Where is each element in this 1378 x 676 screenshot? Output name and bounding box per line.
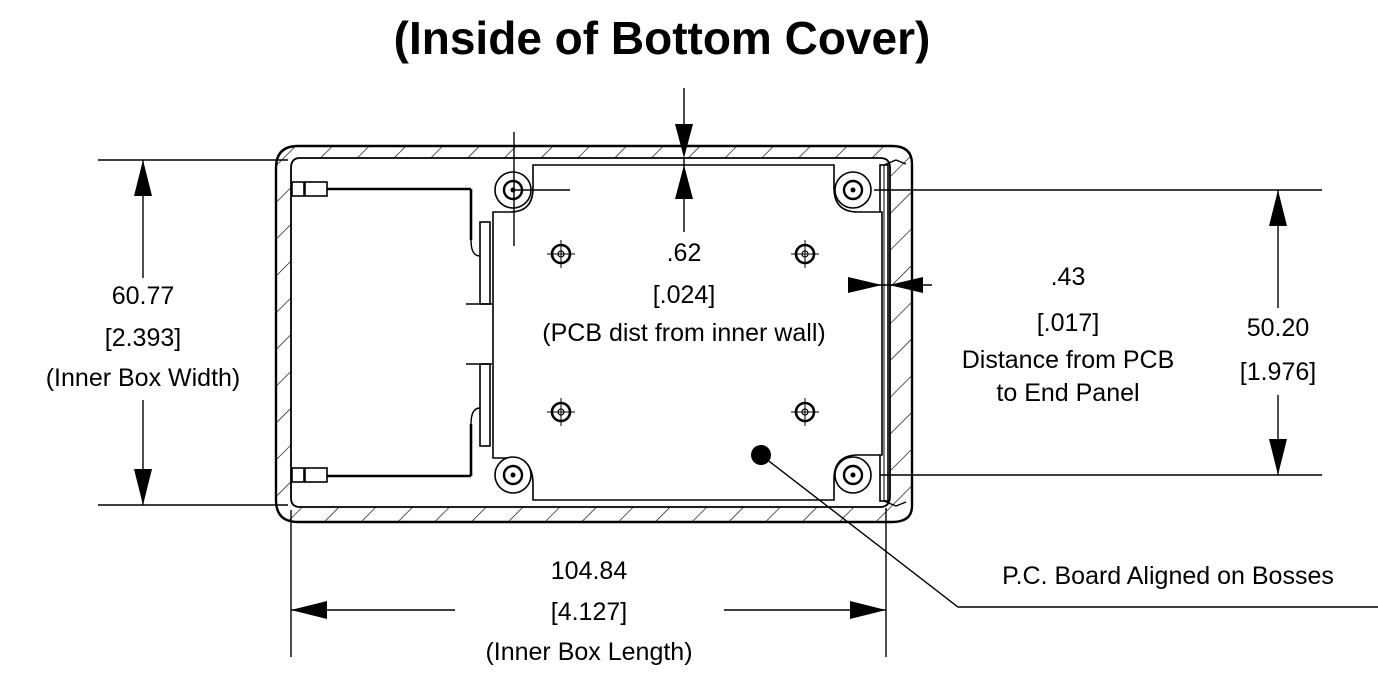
pcb-hole — [791, 398, 819, 426]
inner-width-inch: [2.393] — [105, 324, 181, 352]
pcb-wall-note: (PCB dist from inner wall) — [542, 319, 825, 347]
boss-span-dimension: 50.20 [1.976] — [874, 189, 1322, 476]
inner-length-mm: 104.84 — [551, 557, 628, 585]
pcb-hole — [547, 398, 575, 426]
inner-length-dimension: 104.84 [4.127] (Inner Box Length) — [290, 508, 887, 666]
pcb-hole — [547, 240, 575, 268]
pcb-mounting-holes — [547, 240, 819, 426]
inner-length-inch: [4.127] — [551, 598, 627, 626]
inner-width-dimension: 60.77 [2.393] (Inner Box Width) — [46, 159, 288, 506]
end-panel-mm: .43 — [1051, 263, 1086, 291]
inner-width-mm: 60.77 — [112, 282, 175, 310]
pcb-wall-inch: [.024] — [653, 281, 716, 309]
boss-span-inch: [1.976] — [1240, 358, 1316, 386]
boss-top-left — [494, 171, 532, 209]
pcb-wall-dimension: .62 [.024] (PCB dist from inner wall) — [513, 88, 826, 347]
inner-length-note: (Inner Box Length) — [485, 638, 692, 666]
pcb-wall-mm: .62 — [667, 239, 702, 267]
diagram-title: (Inside of Bottom Cover) — [394, 12, 931, 64]
boss-bottom-right — [834, 456, 872, 494]
boss-bottom-left — [494, 456, 532, 494]
end-panel-inch: [.017] — [1037, 309, 1100, 337]
boss-span-mm: 50.20 — [1247, 314, 1310, 342]
end-panel-note-line2: to End Panel — [996, 379, 1139, 407]
pcb-hole — [791, 240, 819, 268]
end-panel-dimension: .43 [.017] Distance from PCB to End Pane… — [848, 263, 1174, 407]
inner-width-note: (Inner Box Width) — [46, 364, 241, 392]
end-panel-note-line1: Distance from PCB — [962, 346, 1175, 374]
callout-text: P.C. Board Aligned on Bosses — [1002, 562, 1334, 590]
pcb-alignment-callout: P.C. Board Aligned on Bosses — [760, 454, 1378, 608]
battery-holder — [291, 181, 492, 483]
boss-top-right — [834, 171, 872, 209]
pcb-board — [492, 164, 883, 501]
